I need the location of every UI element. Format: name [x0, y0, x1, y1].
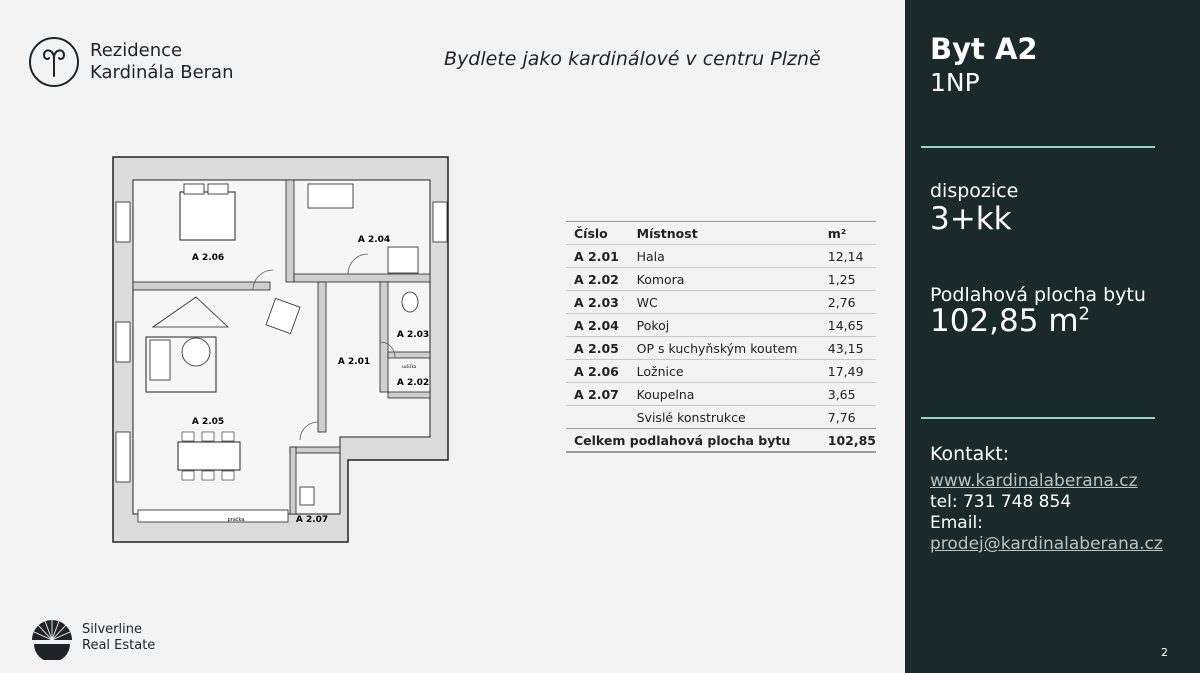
- total-value: 102,85: [819, 428, 876, 453]
- divider: [921, 146, 1155, 148]
- plan-label: A 2.03: [397, 330, 429, 340]
- footer-company: Silverline Real Estate: [82, 622, 155, 654]
- room-name: WC: [628, 290, 820, 314]
- col-area: m²: [819, 221, 876, 245]
- sunrise-logo-icon: [32, 620, 72, 660]
- room-name: Hala: [628, 244, 820, 268]
- room-name: OP s kuchyňským koutem: [628, 336, 820, 360]
- room-area: 12,14: [819, 244, 876, 268]
- room-name: Svislé konstrukce: [628, 405, 820, 429]
- info-panel: Byt A2 1NP dispozice 3+kk Podlahová ploc…: [905, 0, 1200, 673]
- brand: Rezidence Kardinála Beran: [28, 36, 233, 88]
- room-area: 3,65: [819, 382, 876, 406]
- floor-plan: A 2.06 A 2.04 A 2.03 A 2.01 A 2.02 A 2.0…: [112, 156, 449, 543]
- plan-small-label: pračka: [228, 516, 245, 523]
- aries-logo-icon: [29, 37, 79, 87]
- area-value: 102,85 m2: [930, 303, 1090, 339]
- contact-block: Kontakt: www.kardinalaberana.cz tel: 731…: [930, 444, 1163, 555]
- brand-line-1: Rezidence: [90, 40, 183, 61]
- plan-label: A 2.06: [192, 253, 224, 263]
- page-number: 2: [1161, 646, 1168, 659]
- brand-name: Rezidence Kardinála Beran: [90, 40, 233, 84]
- room-area: 17,49: [819, 359, 876, 383]
- footer-logo: Silverline Real Estate: [30, 616, 155, 660]
- area-number: 102,85 m: [930, 303, 1079, 339]
- room-area: 2,76: [819, 290, 876, 314]
- room-code: A 2.04: [566, 313, 629, 337]
- unit-title: Byt A2: [930, 32, 1038, 66]
- room-area: 1,25: [819, 267, 876, 291]
- room-area: 14,65: [819, 313, 876, 337]
- plan-small-label: sušička: [402, 364, 417, 369]
- col-number: Číslo: [566, 221, 629, 245]
- plan-label: A 2.05: [192, 417, 224, 427]
- divider: [921, 417, 1155, 419]
- email-link[interactable]: prodej@kardinalaberana.cz: [930, 534, 1163, 554]
- room-name: Ložnice: [628, 359, 820, 383]
- room-code: A 2.07: [566, 382, 629, 406]
- table-header-row: Číslo Místnost m²: [566, 221, 876, 245]
- room-code: A 2.06: [566, 359, 629, 383]
- area-unit-exponent: 2: [1078, 303, 1090, 325]
- room-name: Komora: [628, 267, 820, 291]
- unit-floor: 1NP: [930, 68, 980, 97]
- brand-line-2: Kardinála Beran: [90, 62, 234, 83]
- footer-line-2: Real Estate: [82, 638, 156, 653]
- email-label: Email:: [930, 513, 983, 533]
- tagline: Bydlete jako kardinálové v centru Plzně: [444, 48, 821, 70]
- room-area: 7,76: [819, 405, 876, 429]
- room-name: Koupelna: [628, 382, 820, 406]
- room-code: A 2.02: [566, 267, 629, 291]
- website-link[interactable]: www.kardinalaberana.cz: [930, 471, 1138, 491]
- layout-value: 3+kk: [930, 201, 1012, 237]
- room-code: A 2.03: [566, 290, 629, 314]
- total-label: Celkem podlahová plocha bytu: [566, 428, 820, 453]
- room-code: A 2.05: [566, 336, 629, 360]
- room-name: Pokoj: [628, 313, 820, 337]
- phone: tel: 731 748 854: [930, 492, 1072, 512]
- room-code: A 2.01: [566, 244, 629, 268]
- contact-heading: Kontakt:: [930, 443, 1010, 465]
- col-room: Místnost: [628, 221, 820, 245]
- footer-line-1: Silverline: [82, 622, 142, 637]
- area-label: Podlahová plocha bytu: [930, 284, 1146, 306]
- plan-label: A 2.01: [338, 357, 370, 367]
- room-code: [566, 405, 629, 429]
- table-total-row: Celkem podlahová plocha bytu 102,85: [566, 428, 876, 453]
- plan-label: A 2.04: [358, 235, 390, 245]
- room-area: 43,15: [819, 336, 876, 360]
- layout-label: dispozice: [930, 180, 1019, 202]
- plan-label: A 2.02: [397, 378, 429, 388]
- plan-label: A 2.07: [296, 515, 328, 525]
